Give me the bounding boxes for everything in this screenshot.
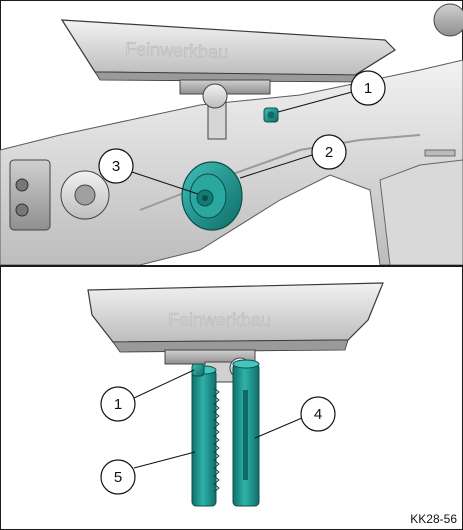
slot-detail	[424, 149, 456, 157]
top-panel: Feinwerkbau 1 2 3	[0, 3, 463, 266]
callout-bottom-5-circle	[100, 459, 136, 495]
callout-top-1-circle	[350, 70, 386, 106]
teal-rod-toothed	[191, 365, 220, 507]
teal-rod-slotted	[232, 359, 260, 507]
cheek-piece-bottom: Feinwerkbau	[87, 282, 384, 353]
callout-bottom-1: 1	[114, 396, 122, 413]
left-block	[9, 159, 51, 231]
callout-top-3: 3	[112, 158, 120, 175]
callout-bottom-1-circle	[100, 386, 136, 422]
figure-code: KK28-56	[410, 512, 457, 526]
teal-screw-small-head	[267, 111, 275, 119]
teal-screw-bottom	[191, 363, 205, 377]
callout-top-2-circle	[311, 134, 347, 170]
leader-top-1	[277, 91, 353, 113]
panel-divider	[0, 265, 463, 267]
leader-top-2	[239, 154, 313, 179]
left-wheel-hub	[74, 184, 96, 206]
left-screw-1	[15, 178, 29, 192]
brand-text-top: Feinwerkbau	[125, 39, 229, 63]
callout-top-3-circle	[98, 148, 134, 184]
rear-knob	[433, 3, 463, 37]
bottom-panel: Feinwerkbau 1 4 5	[87, 282, 384, 507]
leader-bottom-5	[133, 451, 196, 469]
callout-top-2: 2	[325, 144, 333, 161]
leader-top-3	[131, 171, 199, 195]
brand-text-bottom: Feinwerkbau	[168, 310, 271, 330]
leader-bottom-1	[133, 369, 195, 399]
callout-bottom-4-circle	[300, 396, 336, 432]
stock-rear	[379, 159, 463, 266]
bracket-knob	[202, 83, 228, 109]
center-screw-slot	[202, 195, 208, 201]
callout-top-1: 1	[364, 80, 372, 97]
left-screw-2	[15, 203, 29, 217]
leader-bottom-4	[254, 417, 303, 439]
cheek-piece-top: Feinwerkbau	[60, 19, 396, 83]
callout-bottom-5: 5	[114, 469, 122, 486]
callout-bottom-4: 4	[314, 406, 322, 423]
